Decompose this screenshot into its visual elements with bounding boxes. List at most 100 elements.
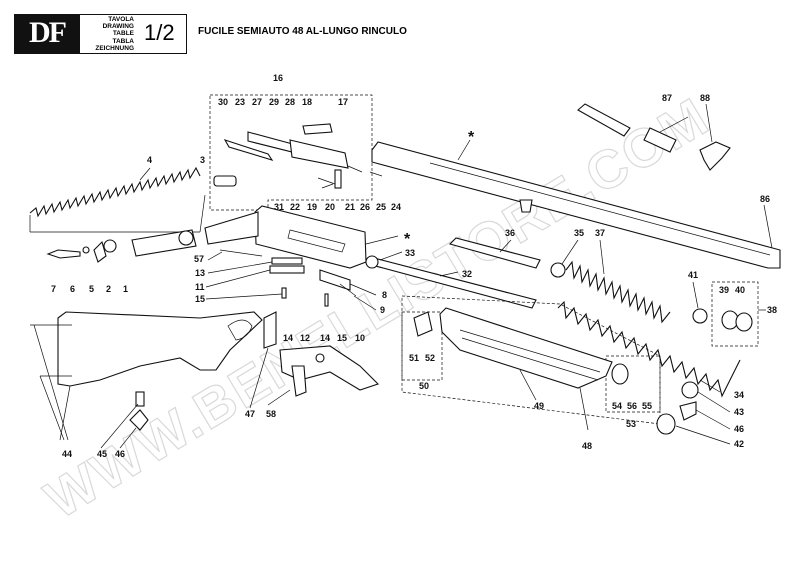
part-15b-pin	[324, 293, 329, 307]
part-8-piece	[319, 269, 351, 291]
label-15b: 15	[337, 333, 347, 343]
barrel	[371, 139, 781, 269]
leader-58	[267, 389, 291, 406]
part-number-labels: 1 2 3 4 5 6 7 8 9 10 11 12 13 14 14 15 1…	[51, 73, 777, 459]
leader-49	[519, 369, 537, 401]
part-37-spring	[565, 260, 671, 324]
label-20: 20	[325, 202, 335, 212]
action-tubes	[365, 237, 741, 398]
label-8: 8	[382, 290, 387, 300]
part-45-swivel	[135, 391, 145, 407]
leader-86	[763, 204, 773, 249]
label-55: 55	[642, 401, 652, 411]
label-16: 16	[273, 73, 283, 83]
part-87-sleeve	[643, 127, 677, 153]
leader-13	[207, 261, 273, 274]
group-38-outline	[711, 281, 759, 347]
label-7: 7	[51, 284, 56, 294]
label-21: 21	[345, 202, 355, 212]
brand-logo: DF	[14, 14, 80, 54]
trigger-pin	[315, 353, 325, 363]
label-49: 49	[534, 401, 544, 411]
magazine-tube-end	[577, 103, 631, 137]
leader-44a	[59, 385, 71, 441]
label-87: 87	[662, 93, 672, 103]
label-17: 17	[338, 97, 348, 107]
part-58-trigger-group	[279, 345, 380, 391]
table-word: TAVOLA	[108, 16, 134, 23]
leader-48	[579, 387, 589, 431]
label-39: 39	[719, 285, 729, 295]
part-3-cap	[213, 175, 237, 187]
label-41: 41	[688, 270, 698, 280]
label-31: 31	[274, 202, 284, 212]
label-53: 53	[626, 419, 636, 429]
label-5: 5	[89, 284, 94, 294]
barrel-rib	[429, 162, 771, 256]
leader-57	[207, 251, 223, 261]
trigger-group	[267, 345, 380, 406]
label-42: 42	[734, 439, 744, 449]
part-46-swivel	[129, 409, 149, 431]
part-46b-swivel	[679, 401, 697, 421]
label-18: 18	[302, 97, 312, 107]
label-26: 26	[360, 202, 370, 212]
label-45: 45	[97, 449, 107, 459]
end-cap-parts	[656, 381, 699, 435]
leader-88	[705, 103, 713, 143]
label-4: 4	[147, 155, 152, 165]
asterisk-leader	[457, 139, 471, 161]
part-6-ring	[82, 246, 90, 254]
part-30-link	[223, 139, 274, 161]
label-27: 27	[252, 97, 262, 107]
part-20-pin	[317, 177, 336, 189]
spring-bracket	[29, 194, 206, 233]
label-14a: 14	[283, 333, 293, 343]
label-29: 29	[269, 97, 279, 107]
label-9: 9	[380, 305, 385, 315]
label-86: 86	[760, 194, 770, 204]
receiver	[46, 205, 399, 307]
part-4-spring	[29, 166, 201, 218]
label-38: 38	[767, 305, 777, 315]
asterisk-barrel: *	[468, 129, 475, 146]
table-word: DRAWING	[102, 23, 134, 31]
part-18-latch	[302, 123, 333, 135]
part-36-rod	[448, 237, 541, 269]
leader-87	[659, 116, 689, 133]
part-34-spring	[557, 300, 741, 398]
part-47-plate	[263, 311, 277, 349]
barrel-lug	[519, 199, 533, 213]
label-35: 35	[574, 228, 584, 238]
magazine-cap-parts	[577, 103, 731, 171]
leader-37	[599, 239, 605, 275]
leader-11	[205, 269, 271, 288]
drawing-title: FUCILE SEMIAUTO 48 AL-LUNGO RINCULO	[198, 26, 407, 37]
tube-end	[178, 230, 194, 246]
label-10: 10	[355, 333, 365, 343]
part-40-bushing	[735, 312, 753, 332]
part-51-latch	[413, 311, 433, 337]
label-11: 11	[195, 282, 205, 292]
leader-44c	[33, 324, 69, 441]
part-11-plate	[269, 265, 305, 274]
table-word: ZEICHNUNG	[95, 44, 134, 52]
bolt-parts	[223, 123, 383, 189]
label-30: 30	[218, 97, 228, 107]
label-48: 48	[582, 441, 592, 451]
label-46b: 46	[734, 424, 744, 434]
receiver-tube	[204, 211, 259, 245]
leader-4	[139, 167, 151, 181]
page-number: 1/2	[144, 20, 175, 45]
part-33-ring	[365, 255, 379, 269]
part-41-ring	[692, 308, 708, 324]
leader-41	[692, 281, 699, 309]
label-23: 23	[235, 97, 245, 107]
part-17-bolt	[289, 139, 349, 169]
leader-43	[697, 391, 731, 413]
part-21-spring	[334, 169, 342, 189]
logo-lettering: DF	[29, 16, 67, 49]
part-35-ring	[550, 262, 566, 278]
